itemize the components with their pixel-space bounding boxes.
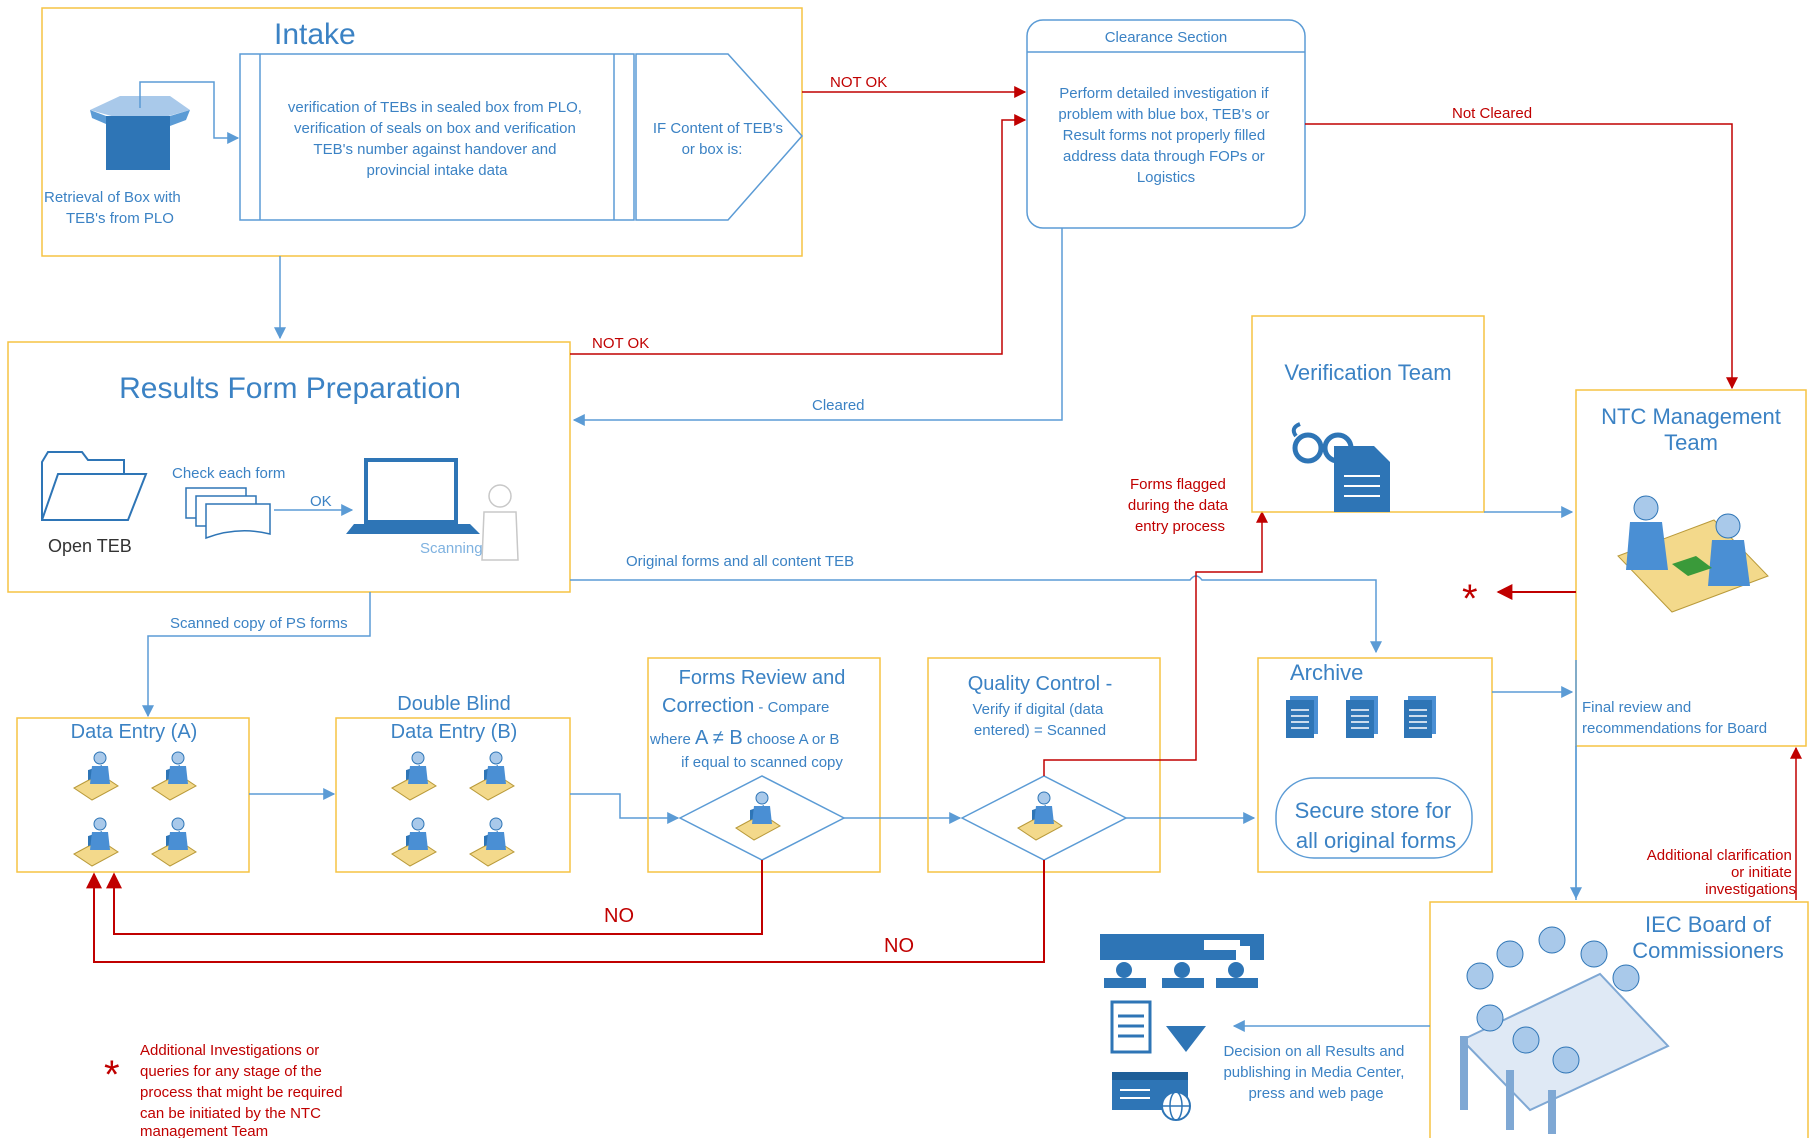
data-entry-a-container	[16, 717, 250, 873]
quality-control-text: Verify if digital (data entered) = Scann…	[972, 701, 1107, 739]
box-icon	[90, 96, 190, 170]
iec-title-2: Commissioners	[1632, 938, 1784, 963]
quality-control-title: Quality Control -	[968, 673, 1113, 695]
not-ok-results-label: NOT OK	[592, 335, 649, 352]
scanning-label: Scanning	[420, 540, 483, 557]
check-each-form-label: Check each form	[172, 465, 285, 482]
scanned-copy-label: Scanned copy of PS forms	[170, 615, 348, 632]
ntc-management-container	[1575, 389, 1807, 747]
operator-icon	[481, 484, 519, 561]
forms-review-equal: if equal to scanned copy	[681, 754, 843, 771]
data-entry-b-container	[335, 717, 571, 873]
results-form-container	[7, 341, 571, 593]
original-forms-arrow	[570, 575, 1382, 654]
archive-documents-icons	[1285, 695, 1437, 739]
intake-container	[41, 7, 803, 257]
board-meeting-icon	[1460, 926, 1670, 1134]
forms-review-title-2: Correction - Compare	[662, 695, 829, 717]
data-entry-b-title-1: Double Blind	[397, 693, 510, 715]
verification-team-title: Verification Team	[1284, 360, 1451, 385]
ok-label: OK	[310, 493, 332, 510]
results-form-title: Results Form Preparation	[119, 372, 461, 405]
clearance-title: Clearance Section	[1105, 29, 1228, 46]
clearance-text: Perform detailed investigation if proble…	[1058, 85, 1273, 186]
review-no-label: NO	[604, 905, 634, 927]
data-entry-b-operators	[391, 751, 515, 867]
iec-board-container	[1429, 901, 1809, 1138]
clearance-section	[1026, 19, 1306, 229]
ntc-title-1: NTC Management	[1601, 404, 1781, 429]
cleared-arrow	[572, 228, 1063, 426]
data-entry-a-title: Data Entry (A)	[71, 721, 198, 743]
archive-title: Archive	[1290, 660, 1363, 685]
open-teb-label: Open TEB	[48, 536, 132, 556]
forms-review-compare: where A ≠ B choose A or B	[649, 727, 839, 749]
ntc-title-2: Team	[1664, 430, 1718, 455]
iec-title-1: IEC Board of	[1645, 912, 1772, 937]
review-no-arrow	[106, 860, 763, 935]
footnote-symbol: *	[104, 1053, 120, 1097]
original-forms-label: Original forms and all content TEB	[626, 553, 854, 570]
not-ok-results-arrow	[570, 114, 1027, 355]
media-center-icon	[1100, 934, 1264, 988]
document-icon	[1334, 446, 1390, 512]
meeting-icon	[1617, 495, 1769, 613]
svg-text:TEB's from PLO: TEB's from PLO	[66, 210, 174, 227]
archive-container	[1257, 657, 1493, 873]
forms-review-container	[647, 657, 881, 873]
intake-title: Intake	[274, 18, 356, 51]
ntc-final-text: Final review and recommendations for Boa…	[1582, 699, 1767, 737]
data-entry-a-operators	[73, 751, 197, 867]
data-entry-b-title-2: Data Entry (B)	[391, 721, 518, 743]
b-to-review-arrow	[570, 793, 680, 824]
not-cleared-arrow	[1305, 123, 1738, 390]
laptop-icon	[346, 458, 480, 534]
spreadsheet-icon	[1110, 1000, 1206, 1054]
not-ok-intake-label: NOT OK	[830, 74, 887, 91]
web-page-icon	[1112, 1072, 1191, 1121]
flagged-arrow	[1043, 510, 1268, 776]
not-cleared-label: Not Cleared	[1452, 105, 1532, 122]
verification-step	[239, 53, 635, 221]
additional-clarification-label: Additional clarification or initiate inv…	[1647, 847, 1796, 898]
secure-store	[1275, 777, 1473, 859]
qc-no-label: NO	[884, 935, 914, 957]
box-caption: Retrieval of Box with	[44, 189, 181, 206]
forms-stack-icon	[185, 487, 271, 540]
forms-review-title-1: Forms Review and	[679, 667, 846, 689]
content-check-text: IF Content of TEB's or box is:	[653, 120, 787, 158]
flagged-label: Forms flagged during the data entry proc…	[1128, 476, 1232, 535]
scanned-copy-arrow	[142, 592, 371, 718]
content-check-step	[635, 53, 804, 221]
verification-text: verification of TEBs in sealed box from …	[288, 99, 586, 179]
decision-text: Decision on all Results and publishing i…	[1223, 1043, 1408, 1102]
box-to-verify-connector	[139, 81, 240, 144]
secure-store-text: Secure store for all original forms	[1295, 798, 1458, 853]
asterisk-marker: *	[1462, 577, 1478, 621]
footnote-text: Additional Investigations or queries for…	[140, 1042, 347, 1138]
cleared-label: Cleared	[812, 397, 865, 414]
folder-icon	[41, 451, 148, 521]
qc-no-arrow	[86, 860, 1045, 963]
